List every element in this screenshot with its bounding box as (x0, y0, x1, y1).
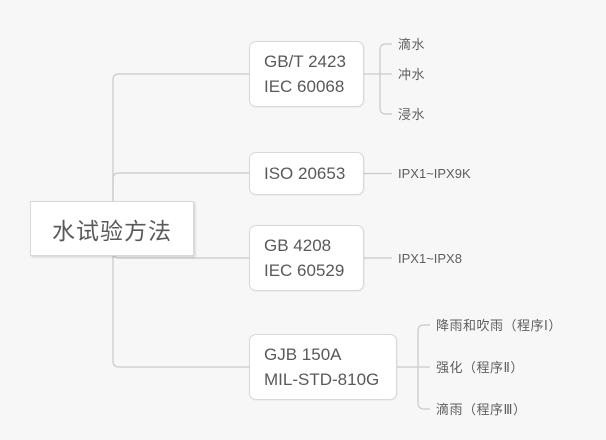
root-node-label: 水试验方法 (52, 217, 172, 244)
branch-node-line: GJB 150A (264, 345, 342, 364)
trunk-to-branch-2 (112, 172, 249, 229)
branch-node-gbt-2423[interactable]: GB/T 2423 IEC 60068 (249, 41, 364, 107)
branch-node-line: IEC 60529 (264, 261, 345, 280)
branch-node-gjb-150a[interactable]: GJB 150A MIL-STD-810G (249, 334, 397, 400)
branch-node-iso-20653[interactable]: ISO 20653 (249, 152, 364, 195)
trunk-to-branch-1 (112, 73, 249, 229)
branch-node-line: MIL-STD-810G (264, 370, 380, 389)
branch-node-line: GB/T 2423 (264, 52, 346, 71)
leaf-label[interactable]: 强化（程序Ⅱ） (436, 360, 524, 375)
leaf-label[interactable]: IPX1~IPX8 (398, 251, 462, 266)
leaf-label[interactable]: 浸水 (398, 107, 426, 122)
root-node[interactable]: 水试验方法 (30, 201, 194, 256)
leaf-label[interactable]: 滴水 (398, 37, 426, 52)
leaf-label[interactable]: IPX1~IPX9K (398, 166, 471, 181)
trunk-to-branch-4 (112, 228, 249, 368)
branch-node-line: GB 4208 (264, 236, 332, 255)
leaf-label[interactable]: 滴雨（程序Ⅲ） (436, 402, 527, 417)
branch-1-bracket (379, 43, 392, 115)
leaf-label[interactable]: 冲水 (398, 67, 426, 82)
branch-node-gb-4208[interactable]: GB 4208 IEC 60529 (249, 225, 364, 291)
branch-node-line: ISO 20653 (264, 164, 346, 183)
leaf-label[interactable]: 降雨和吹雨（程序Ⅰ） (436, 318, 562, 333)
branch-node-line: IEC 60068 (264, 77, 345, 96)
